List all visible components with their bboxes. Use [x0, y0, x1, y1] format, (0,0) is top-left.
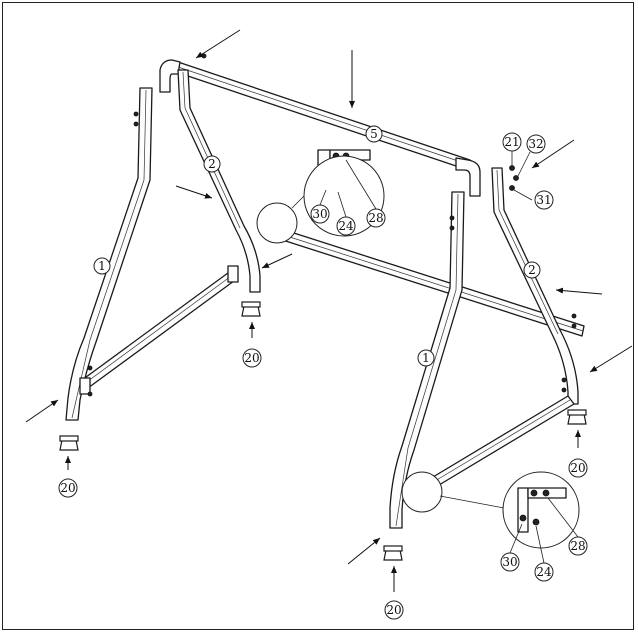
label-28-upper: 28 [368, 211, 383, 225]
callout-leg-front-left: 1 [93, 257, 111, 275]
label-1-left: 1 [98, 259, 106, 273]
callout-foot-bottom: 20 [384, 600, 404, 620]
callout-bolt-21: 21 [502, 132, 522, 152]
label-31: 31 [536, 193, 551, 207]
callout-leg-front-right: 1 [417, 349, 435, 367]
leg-rear-left [177, 69, 261, 293]
label-32: 32 [528, 137, 543, 151]
hardware-top-right [509, 150, 533, 201]
label-20-c: 20 [386, 603, 401, 617]
leg-front-right [389, 191, 465, 529]
label-30-upper: 30 [312, 207, 327, 221]
label-20-b: 20 [244, 351, 259, 365]
callout-leaders [319, 159, 579, 564]
callout-washer-upper: 24 [336, 216, 356, 236]
crossbar-left [79, 265, 239, 395]
direction-arrows [25, 29, 633, 592]
callout-washer-lower: 24 [534, 562, 554, 582]
callout-plate-upper: 30 [310, 204, 330, 224]
foot-caps [59, 301, 587, 561]
label-24-upper: 24 [338, 219, 354, 233]
callout-leg-rear-left: 2 [203, 155, 221, 173]
label-21: 21 [504, 135, 519, 149]
leg-front-left [65, 87, 153, 421]
label-20-a: 20 [60, 481, 75, 495]
label-2-right: 2 [528, 263, 536, 277]
leg-rear-right [491, 167, 579, 405]
label-20-d: 20 [570, 461, 585, 475]
callout-leg-rear-right: 2 [523, 261, 541, 279]
callout-foot-right: 20 [568, 458, 588, 478]
detail-circle-lower [401, 471, 580, 549]
label-24-lower: 24 [536, 565, 552, 579]
label-1-right: 1 [422, 351, 430, 365]
callout-foot-mid: 20 [242, 348, 262, 368]
detail-circle-upper [256, 149, 385, 244]
callout-nut-upper: 28 [366, 208, 386, 228]
callout-plate-lower: 30 [500, 552, 520, 572]
callout-top-beam: 5 [365, 125, 383, 143]
callout-foot-left: 20 [58, 478, 78, 498]
callout-lock-washer-32: 32 [526, 134, 546, 154]
label-30-lower: 30 [502, 555, 517, 569]
callout-nut-lower: 28 [568, 536, 588, 556]
label-2-left: 2 [208, 157, 216, 171]
label-5: 5 [370, 127, 378, 141]
label-28-lower: 28 [570, 539, 585, 553]
callout-bolt-31: 31 [534, 190, 554, 210]
